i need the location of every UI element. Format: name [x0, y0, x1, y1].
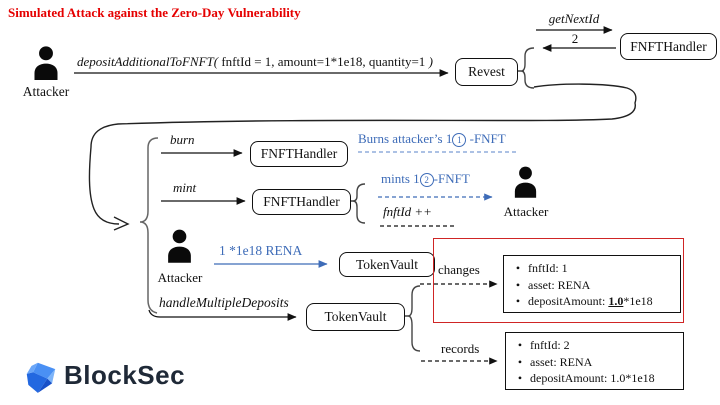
attacker-label: Attacker: [503, 204, 549, 219]
deposit-call-fn: depositAdditionalToFNFT(: [77, 54, 219, 69]
loop-arrowhead: [113, 216, 130, 231]
bullet-icon: •: [517, 354, 523, 369]
changes-label: changes: [438, 262, 480, 277]
deposit-prefix: depositAmount:: [528, 294, 609, 308]
bullet-icon: •: [517, 338, 523, 352]
deposit-call-args: fnftId = 1, amount=1*1e18, quantity=1: [218, 54, 426, 69]
fnfthandler-node-top: FNFTHandler: [620, 33, 717, 60]
records-detail-box: • fnftId: 2 • asset: RENA • depositAmount: …: [505, 332, 684, 390]
rena-transfer-label: 1 *1e18 RENA: [219, 243, 303, 258]
bullet-icon: •: [515, 261, 521, 275]
attacker-label: Attacker: [22, 84, 70, 99]
page-title: Simulated Attack against the Zero-Day Vu…: [8, 5, 301, 20]
changes-asset: asset: RENA: [528, 277, 591, 292]
handle-deposits-label: handleMultipleDeposits: [159, 295, 289, 310]
deposit-highlight: 1.0: [608, 294, 624, 308]
records-fnftid: fnftId: 2: [530, 338, 570, 352]
burn-note-suffix: -FNFT: [466, 131, 506, 146]
deposit-call-label: depositAdditionalToFNFT( fnftId = 1, amo…: [77, 54, 433, 70]
changes-item: • asset: RENA: [508, 277, 674, 294]
vault-result-brace: [404, 285, 421, 352]
tokenvault-node-2: TokenVault: [306, 303, 405, 331]
revest-node: Revest: [455, 58, 518, 86]
bullet-icon: •: [515, 294, 521, 308]
bullet-icon: •: [517, 371, 523, 385]
getnextid-label: getNextId: [548, 11, 600, 26]
deposit-call-close: ): [425, 54, 433, 69]
handle-deposits-arrow: [148, 309, 297, 321]
records-item: • asset: RENA: [510, 354, 677, 371]
records-label: records: [441, 341, 480, 356]
mint-note-suffix: -FNFT: [433, 171, 470, 186]
loop-connector: [88, 83, 637, 225]
records-item: • depositAmount: 1.0*1e18: [510, 370, 677, 387]
revest-bracket: [517, 47, 535, 89]
records-deposit: depositAmount: 1.0*1e18: [530, 371, 655, 385]
highlight-red-box: [433, 238, 684, 323]
changes-item: • depositAmount: 1.0*1e18: [508, 293, 674, 310]
deposit-suffix: *1e18: [623, 294, 653, 308]
records-item: • fnftId: 2: [510, 337, 677, 354]
fnfthandler-node-mint: FNFTHandler: [252, 189, 351, 215]
mint-result-brace: [350, 183, 366, 224]
tokenvault-node-1: TokenVault: [339, 252, 435, 277]
fnftid-increment-label: fnftId ++: [383, 204, 432, 219]
changes-detail-box: • fnftId: 1 • asset: RENA • depositAmount: …: [503, 255, 681, 313]
burn-label: burn: [170, 132, 195, 147]
records-asset: asset: RENA: [530, 354, 593, 369]
burn-note-prefix: Burns attacker’s 1: [358, 131, 453, 146]
call-group-brace: [139, 137, 159, 314]
changes-fnftid: fnftId: 1: [528, 261, 568, 275]
attacker-icon: [511, 166, 540, 198]
circled-one: 1: [452, 133, 467, 147]
attacker-label: Attacker: [157, 270, 203, 285]
attacker-icon: [30, 46, 62, 80]
attacker-icon: [164, 229, 195, 263]
circled-two: 2: [419, 173, 434, 187]
mint-note-prefix: mints 1: [381, 171, 420, 186]
mint-label: mint: [173, 180, 197, 195]
return-value-label: 2: [571, 31, 579, 46]
blocksec-logo-text: BlockSec: [64, 360, 186, 390]
changes-deposit: depositAmount: 1.0*1e18: [528, 293, 653, 310]
bullet-icon: •: [515, 277, 521, 292]
changes-item: • fnftId: 1: [508, 260, 674, 277]
fnfthandler-node-burn: FNFTHandler: [250, 141, 348, 167]
blocksec-logo-icon: [22, 358, 60, 401]
